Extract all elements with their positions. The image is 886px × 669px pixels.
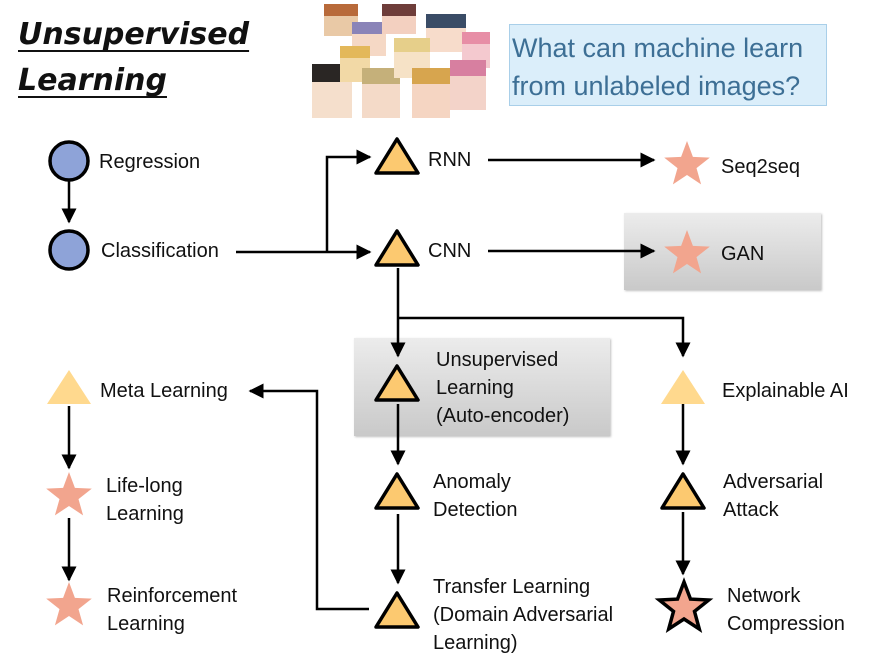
page-title: Unsupervised Learning: [18, 12, 249, 104]
regression-label: Regression: [99, 151, 201, 173]
gan-label: GAN: [721, 243, 765, 265]
explainable-ai-label: Explainable AI: [722, 380, 849, 402]
adversarial-triangle-icon: [660, 472, 706, 510]
meta-learning-label: Meta Learning: [100, 380, 228, 402]
unsupervised-label-line-3: (Auto-encoder): [436, 405, 570, 427]
reinforcement-label: Reinforcement Learning: [107, 582, 237, 638]
unsupervised-label-line-1: Unsupervised: [436, 349, 559, 371]
lifelong-label-line-1: Life-long: [106, 475, 183, 497]
anime-faces-collage: [312, 2, 490, 118]
anomaly-triangle-icon: [374, 472, 420, 510]
transfer-label-line-2: (Domain Adversarial: [433, 604, 614, 626]
compression-label: Network Compression: [727, 582, 845, 638]
compression-label-line-1: Network: [727, 585, 801, 607]
cnn-triangle-icon: [374, 229, 420, 267]
edge-transfer-meta: [248, 383, 369, 611]
edge-cnn-explainable: [398, 316, 691, 358]
seq2seq-star-icon: [664, 141, 710, 185]
unsupervised-label-line-2: Learning: [436, 377, 514, 399]
gan-highlight-box: [624, 213, 821, 290]
cnn-label: CNN: [428, 240, 472, 262]
anomaly-label: Anomaly Detection: [433, 468, 518, 524]
edge-classification-rnn: [325, 149, 372, 252]
seq2seq-label: Seq2seq: [721, 156, 800, 178]
reinforcement-label-line-1: Reinforcement: [107, 585, 238, 607]
compression-label-line-2: Compression: [727, 613, 845, 635]
anomaly-label-line-2: Detection: [433, 499, 518, 521]
title-line-1: Unsupervised: [18, 17, 250, 52]
title-line-2: Learning: [18, 63, 167, 98]
question-line-1: What can machine learn: [512, 33, 804, 63]
reinforcement-star-icon: [46, 582, 92, 626]
adversarial-label-line-1: Adversarial: [723, 471, 824, 493]
lifelong-label: Life-long Learning: [106, 472, 184, 528]
unsupervised-label: Unsupervised Learning (Auto-encoder): [436, 346, 569, 430]
question-line-2: from unlabeled images?: [512, 71, 801, 101]
regression-circle-icon: [48, 140, 90, 182]
reinforcement-label-line-2: Learning: [107, 613, 185, 635]
lifelong-label-line-2: Learning: [106, 503, 184, 525]
unsupervised-triangle-icon: [374, 364, 420, 402]
explainable-triangle-icon: [661, 370, 705, 404]
transfer-label: Transfer Learning (Domain Adversarial Le…: [433, 573, 613, 657]
adversarial-label-line-2: Attack: [723, 499, 779, 521]
rnn-label: RNN: [428, 149, 472, 171]
compression-star-icon: [654, 577, 714, 633]
adversarial-label: Adversarial Attack: [723, 468, 823, 524]
meta-triangle-icon: [47, 370, 91, 404]
lifelong-star-icon: [46, 472, 92, 516]
rnn-triangle-icon: [374, 137, 420, 175]
gan-star-icon: [664, 230, 710, 274]
question-callout: What can machine learn from unlabeled im…: [509, 24, 827, 106]
anomaly-label-line-1: Anomaly: [433, 471, 511, 493]
classification-circle-icon: [48, 229, 90, 271]
transfer-triangle-icon: [374, 591, 420, 629]
transfer-label-line-3: Learning): [433, 632, 518, 654]
transfer-label-line-1: Transfer Learning: [433, 576, 591, 598]
classification-label: Classification: [101, 240, 219, 262]
